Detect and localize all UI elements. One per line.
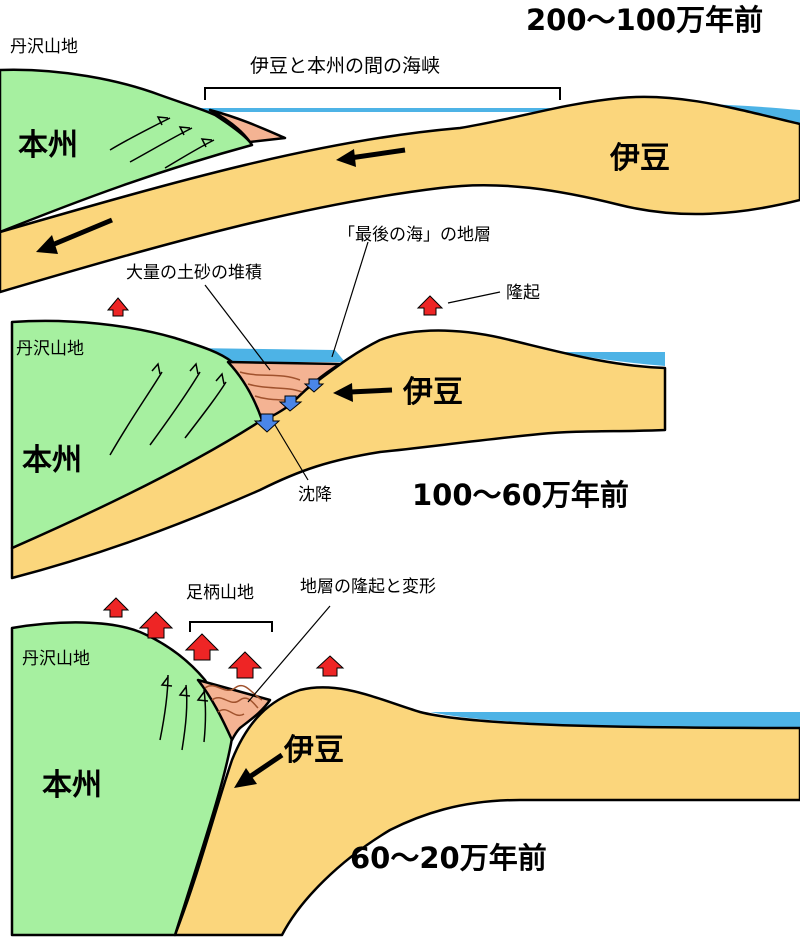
tanzawa-label-p2: 丹沢山地 [16, 339, 84, 359]
deform-label: 地層の隆起と変形 [300, 577, 436, 597]
tanzawa-label-p3: 丹沢山地 [22, 649, 90, 669]
era-label-p3: 60～20万年前 [350, 841, 547, 875]
uplift-label: 隆起 [506, 283, 540, 303]
izu-label-p1: 伊豆 [609, 141, 670, 176]
last-sea-label: 「最後の海」の地層 [338, 225, 491, 245]
honshu-label-p3: 本州 [42, 768, 102, 803]
honshu-label-p2: 本州 [22, 443, 82, 478]
ashigara-label: 足柄山地 [186, 583, 254, 603]
subsidence-arrow-2 [278, 395, 303, 412]
izu-label-p3: 伊豆 [283, 733, 344, 768]
panel-60-20: 足柄山地 地層の隆起と変形 丹沢山地 本州 伊豆 60～20万年前 [10, 577, 800, 937]
izu-label-p2: 伊豆 [402, 375, 463, 410]
subsidence-arrow-3 [253, 413, 281, 433]
subsidence-arrow-1 [303, 378, 325, 393]
sea-p3 [430, 712, 800, 729]
sediment-label: 大量の土砂の堆積 [126, 263, 262, 283]
panel-100-60: 丹沢山地 本州 伊豆 「最後の海」の地層 大量の土砂の堆積 隆起 沈降 100～… [10, 225, 667, 580]
honshu-label-p1: 本州 [18, 128, 78, 163]
deformed-strata [196, 678, 272, 742]
honshu-block-p1 [0, 68, 254, 234]
strait-label: 伊豆と本州の間の海峡 [250, 55, 440, 77]
panel-200-100: 200～100万年前 丹沢山地 本州 伊豆 伊豆と本州の間の海峡 [0, 3, 800, 294]
uplift-arrow-p2-right [416, 295, 444, 316]
era-label-p1: 200～100万年前 [526, 3, 763, 37]
sediment-p1 [208, 108, 287, 144]
uplift-arrow-p2-left [106, 297, 130, 317]
era-label-p2: 100～60万年前 [412, 478, 629, 512]
sea-p2-right [560, 352, 665, 366]
subsidence-label: 沈降 [298, 485, 332, 505]
izu-plate-p3 [173, 686, 800, 937]
tanzawa-label-p1: 丹沢山地 [10, 37, 78, 57]
